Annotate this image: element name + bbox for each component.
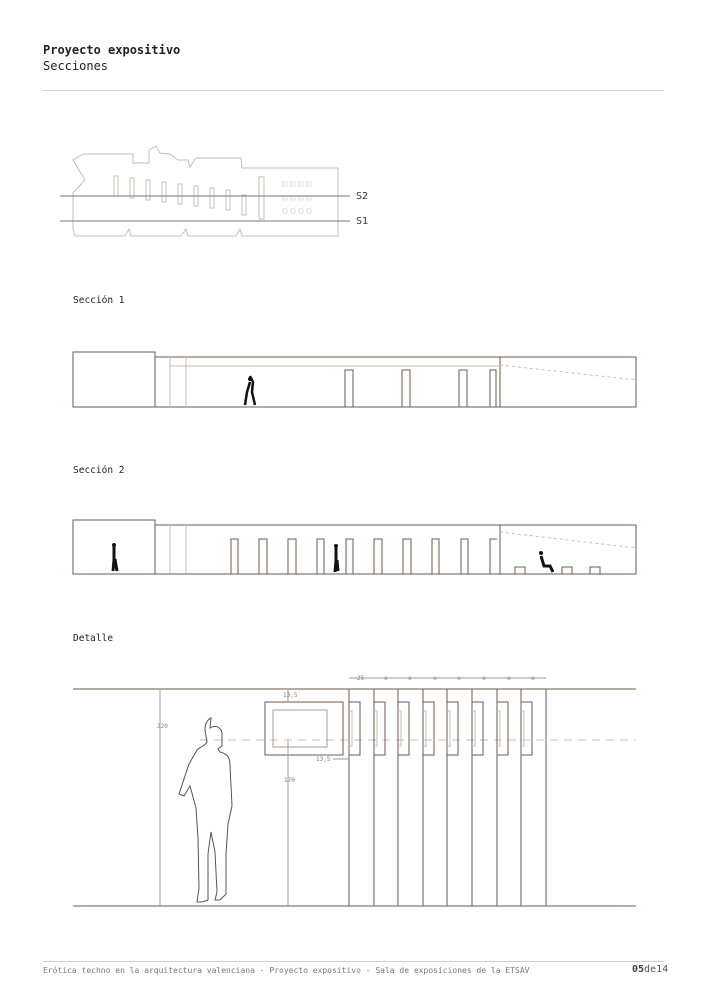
plan-seats — [282, 181, 312, 214]
page-sep: de — [644, 964, 657, 975]
section-1-label: Sección 1 — [73, 295, 125, 306]
dim-gap: x — [408, 675, 412, 682]
dim-panel-width: 25 — [357, 675, 365, 682]
header-divider — [43, 90, 664, 91]
floor-plan — [60, 145, 350, 237]
s2-label: S2 — [356, 191, 368, 202]
dim-gap: x — [384, 675, 388, 682]
dim-220: 220 — [157, 723, 168, 730]
dim-gap: x — [531, 675, 535, 682]
dim-gap: x — [457, 675, 461, 682]
dim-170: 170 — [284, 777, 295, 784]
page-current: 05 — [632, 964, 645, 975]
dim-frame-side: 13,5 — [316, 756, 331, 763]
section-2-label: Sección 2 — [73, 465, 125, 476]
page-number: 05de14 — [632, 964, 668, 975]
dim-gap: x — [433, 675, 437, 682]
person-outline — [178, 717, 233, 903]
dim-gap: x — [507, 675, 511, 682]
page-title: Proyecto expositivo — [43, 43, 181, 57]
footer-text: Erótica techno en la arquitectura valenc… — [43, 966, 530, 975]
artwork-frame — [264, 701, 344, 756]
dim-gap: x — [482, 675, 486, 682]
page-total: 14 — [656, 964, 669, 975]
s1-label: S1 — [356, 216, 368, 227]
dim-frame-top: 13,5 — [283, 692, 298, 699]
page-subtitle: Secciones — [43, 59, 109, 73]
detail-label: Detalle — [73, 633, 114, 644]
plan-panels — [113, 175, 265, 220]
detail-panels — [348, 689, 547, 906]
person-silhouettes — [111, 543, 555, 573]
section-2-drawing — [72, 519, 637, 575]
detail-drawing — [73, 677, 636, 907]
section-1-drawing — [72, 351, 637, 408]
footer-divider — [43, 961, 664, 962]
